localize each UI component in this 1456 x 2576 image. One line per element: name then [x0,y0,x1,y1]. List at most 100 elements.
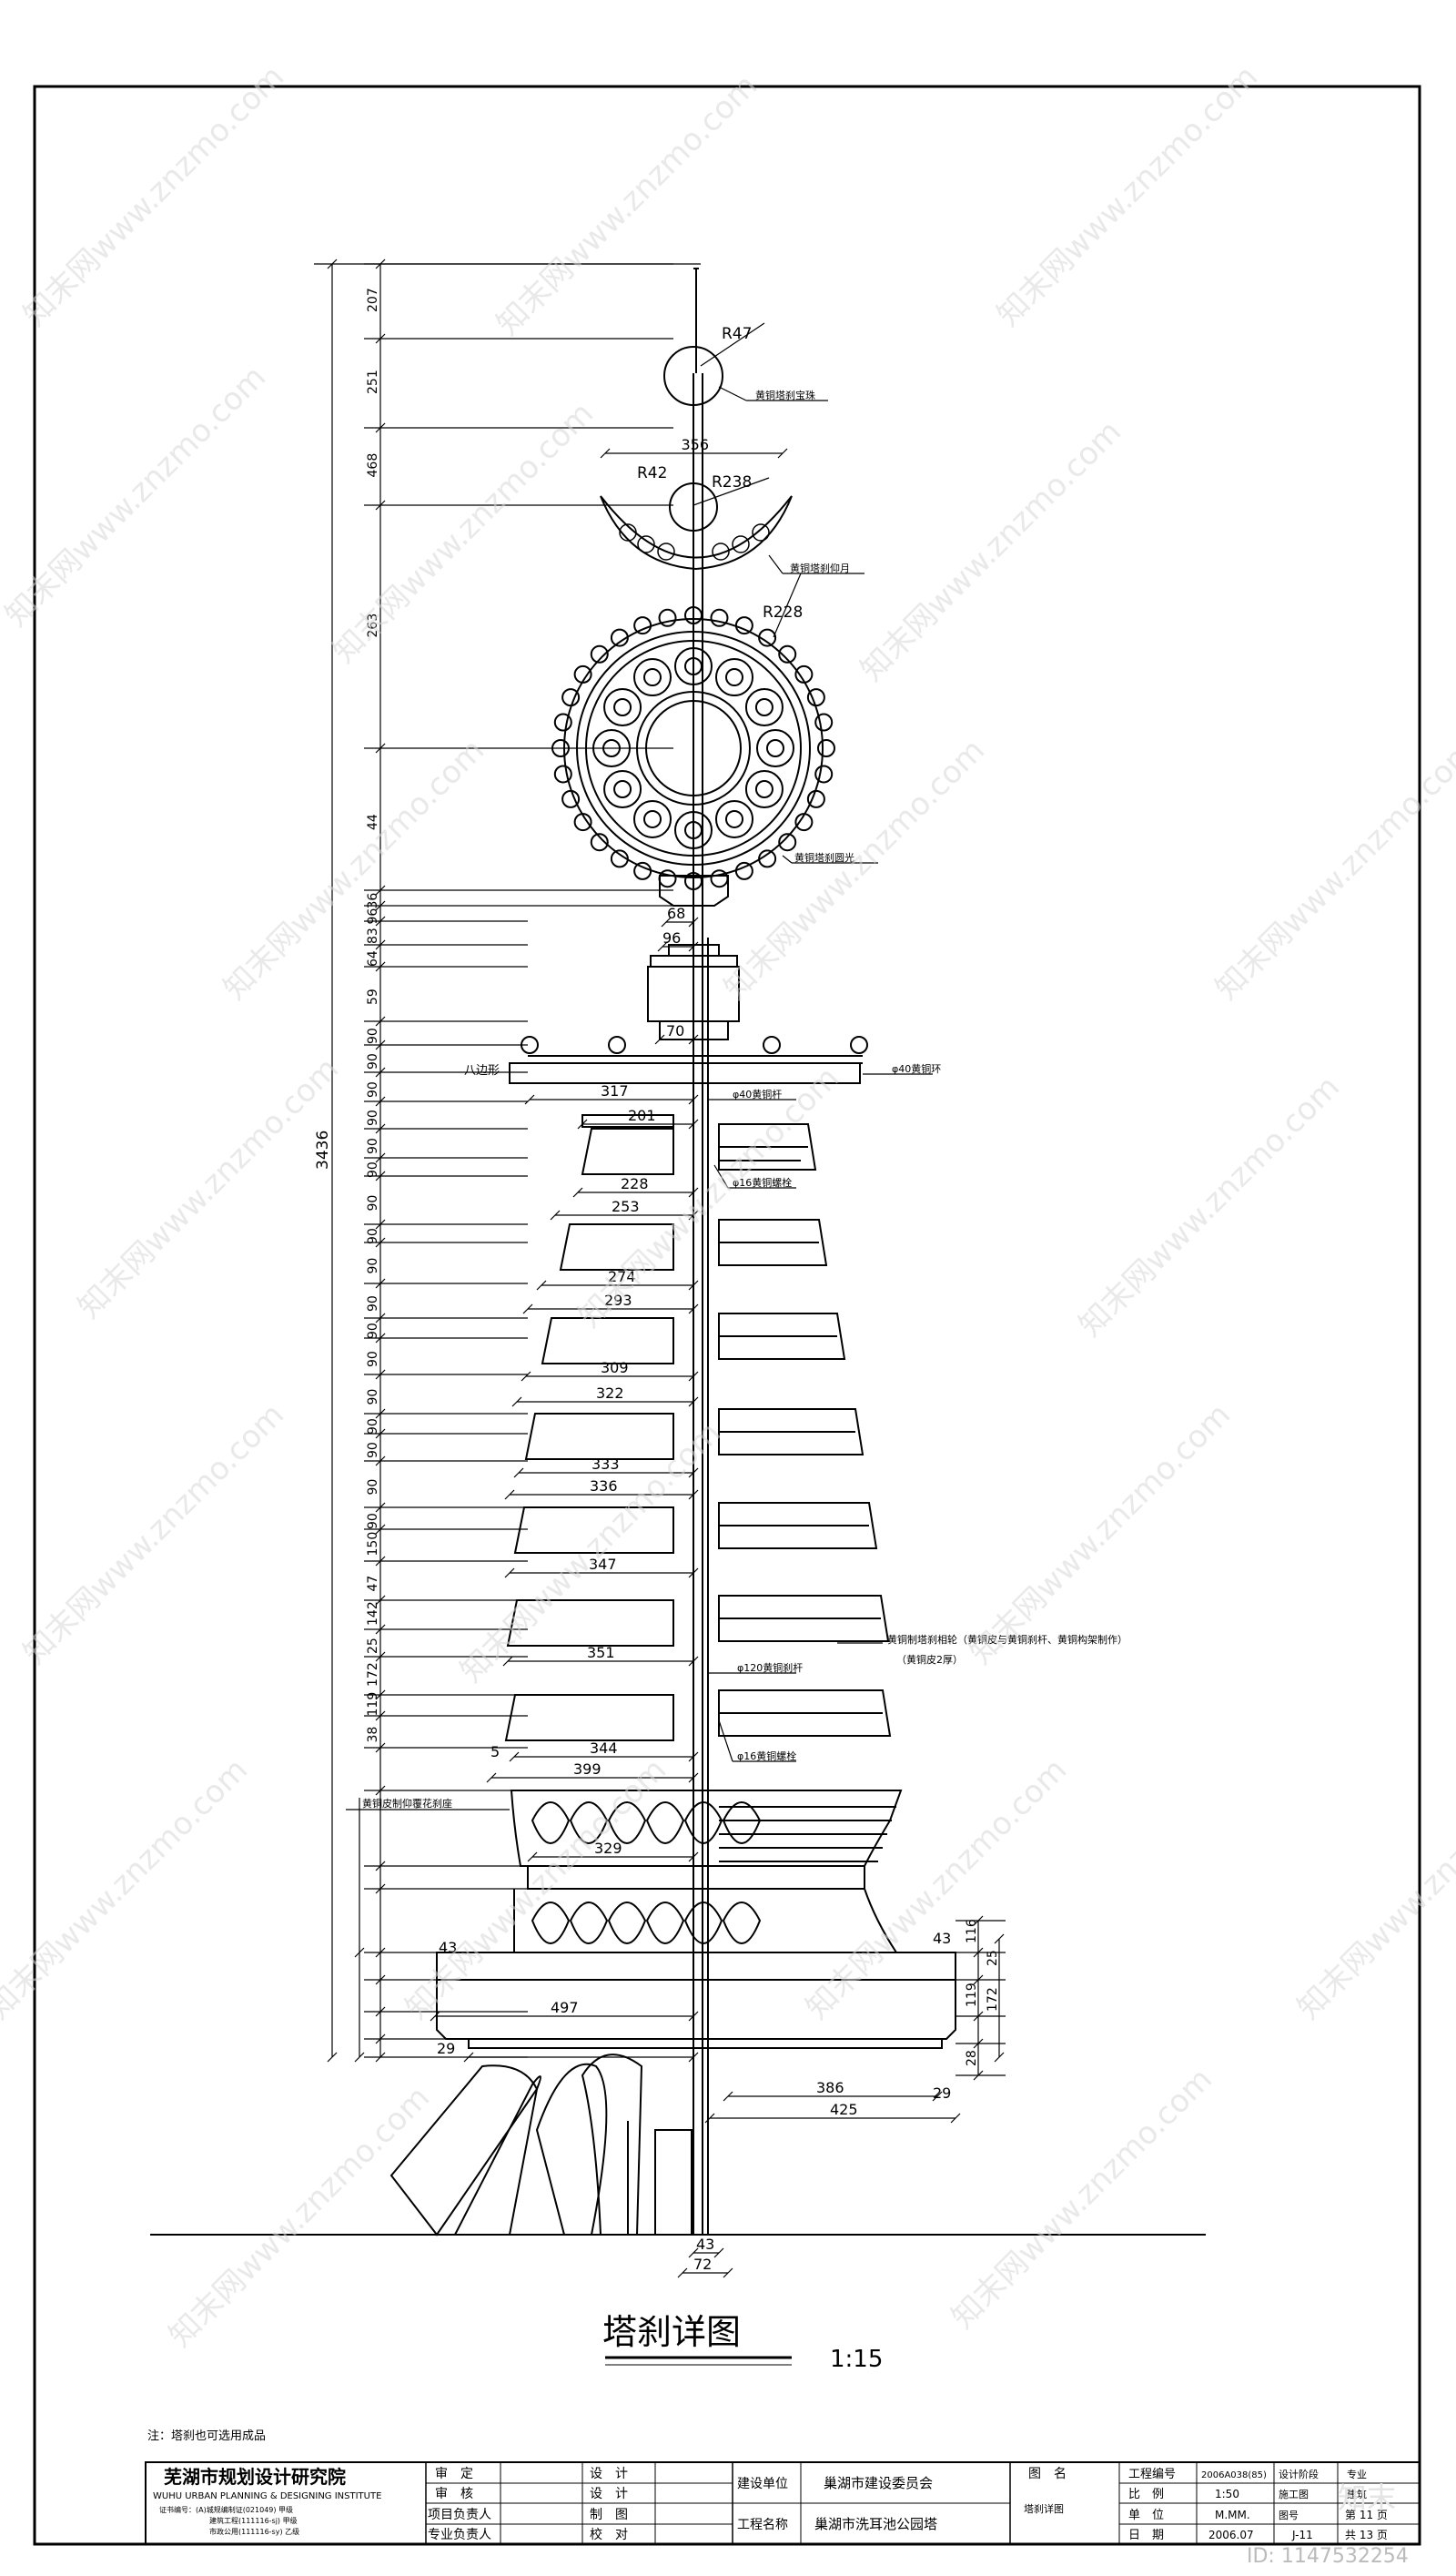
chain-dim-label: 172 [366,1662,380,1687]
lotus-petal-upper [645,1801,685,1844]
lotus-petal-lower [531,1902,571,1944]
wheel-scallop [814,765,834,784]
wheel-scallop [610,849,629,868]
hdim-label: 43 [933,1930,951,1947]
wheel-scallop [817,739,835,757]
tier-right [718,1123,817,1171]
radius-label: R47 [722,325,752,343]
watermark-brand: 知末 [1338,2480,1396,2515]
radius-leader [700,322,765,367]
watermark-10: 知末网www.znzmo.com [71,1050,346,1325]
hdim-label: 96 [662,929,681,947]
tier-left [541,1317,674,1364]
annotation-bolt1: φ16黄铜螺栓 [733,1176,792,1189]
chain-dim-label: 90 [366,1442,380,1458]
page-number: 第 11 页 [1345,2509,1388,2521]
dim-tick [688,1187,699,1198]
wheel-scallop [561,688,581,707]
dim-tick [688,1119,699,1130]
radius-leader [773,573,802,638]
annotation-disc-sub: （黄铜皮2厚） [896,1653,963,1666]
annotation-texts: 黄铜塔刹宝珠 黄铜塔刹仰月 黄铜塔刹圆光 φ40黄铜环 φ40黄铜杆 φ16黄铜… [362,389,1127,1810]
wheel-scallop [610,628,629,647]
dim-tick [688,1303,699,1314]
dim-tick [994,1933,1005,1944]
dim-tick [723,2267,733,2278]
scale-label: 比 例 [1128,2488,1164,2501]
hdim-label: 5 [490,1743,500,1760]
dim-tick [713,2247,724,2258]
chain-dim-label: 90 [366,1295,380,1312]
dim-tick [688,2011,699,2022]
chain-dim-label: 90 [366,1028,380,1044]
dim-tick [504,1489,515,1500]
dim-tick [932,2091,943,2102]
role-approve: 审 定 [435,2467,473,2481]
hdim-label: 329 [594,1840,622,1857]
wheel-petal [633,658,672,697]
annotation-ball: 黄铜塔刹宝珠 [755,389,815,401]
wheel-scallop [778,644,797,664]
wheel-scallop [794,664,814,684]
tier-left [559,1223,674,1271]
role-drafting: 制 图 [590,2508,628,2522]
hdim-label: 344 [590,1739,618,1757]
chain-dim-label: 263 [366,614,380,638]
tier-right [718,1595,890,1642]
wheel-scallop [590,644,609,664]
hdim-label: 43 [439,1939,457,1956]
chain-dim-label: 90 [366,1513,380,1529]
annotation-bolt2: φ16黄铜螺栓 [737,1749,796,1762]
watermark-3: 知末网www.znzmo.com [990,58,1265,333]
project-no-value: 2006A038(85) [1201,2470,1267,2480]
hdim-label: 68 [667,905,685,922]
dim-tick [511,1396,522,1407]
wheel-petal-core [613,780,632,798]
wheel-petal-core [684,821,703,839]
hdim-label: 317 [601,1082,629,1100]
chain-dim-label: 90 [366,1351,380,1367]
lotus-petal-upper [569,1801,609,1844]
drawing-name-value: 塔刹详图 [1024,2502,1064,2515]
dim-tick [524,1094,535,1105]
cert-line-3: 市政公用(111116-sy) 乙级 [209,2527,299,2536]
ring-row [509,1036,868,1084]
hdim-label: 333 [592,1455,620,1473]
dim-tick [327,2052,338,2063]
lotus-petal-lower [645,1902,685,1944]
wheel-scallop [758,849,777,868]
lotus-petal-lower [569,1902,609,1944]
annotation-rod1: φ40黄铜杆 [733,1088,782,1100]
chain-dim-label: 150 [366,1532,380,1557]
chain-dim-label: 64 [366,950,380,967]
wheel-petal [744,770,784,808]
role-discipline-lead: 专业负责人 [428,2528,491,2542]
dim-tick [688,1656,699,1667]
dim-tick [688,1567,699,1578]
watermark-5: 知末网www.znzmo.com [326,395,601,670]
role-project-lead: 项目负责人 [428,2508,491,2522]
wheel-petal-core [684,657,703,675]
wheel-petal [674,811,713,849]
hdim-label: 386 [816,2079,844,2096]
watermark-7: 知末网www.znzmo.com [217,732,491,1007]
dim-tick [430,2011,440,2022]
watermark-2: 知末网www.znzmo.com [490,67,764,342]
dim-tick [354,1947,365,1958]
category-label: 专业 [1347,2468,1367,2480]
wheel-scallop [561,789,581,808]
chain-dim-label: 468 [366,453,380,478]
dim-tick [704,2113,715,2124]
tier-right [718,1408,864,1455]
sheet-border [33,85,1421,2546]
institute-english: WUHU URBAN PLANNING & DESIGNING INSTITUT… [153,2491,381,2501]
chain-dim-label: 44 [366,814,380,830]
hdim-label: 356 [682,436,710,453]
hdim-label: 293 [604,1292,632,1309]
sheet-label: 图号 [1279,2510,1299,2521]
dim-tick [688,1371,699,1382]
wheel-petal-core [613,698,632,716]
tier-left [506,1599,674,1647]
roof-ridges [389,2054,693,2236]
